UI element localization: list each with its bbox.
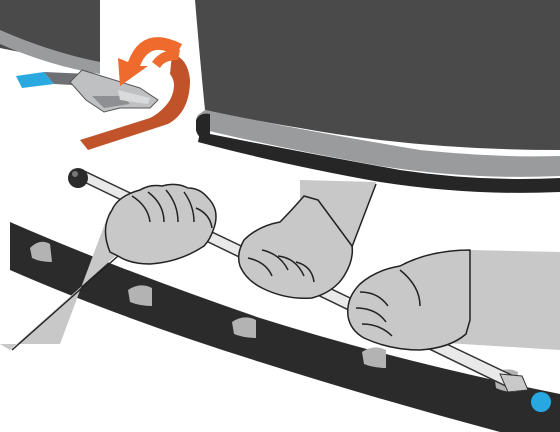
rod-knob-highlight [72,171,78,177]
rod-knob [68,168,88,188]
blue-dot-icon [531,392,551,412]
